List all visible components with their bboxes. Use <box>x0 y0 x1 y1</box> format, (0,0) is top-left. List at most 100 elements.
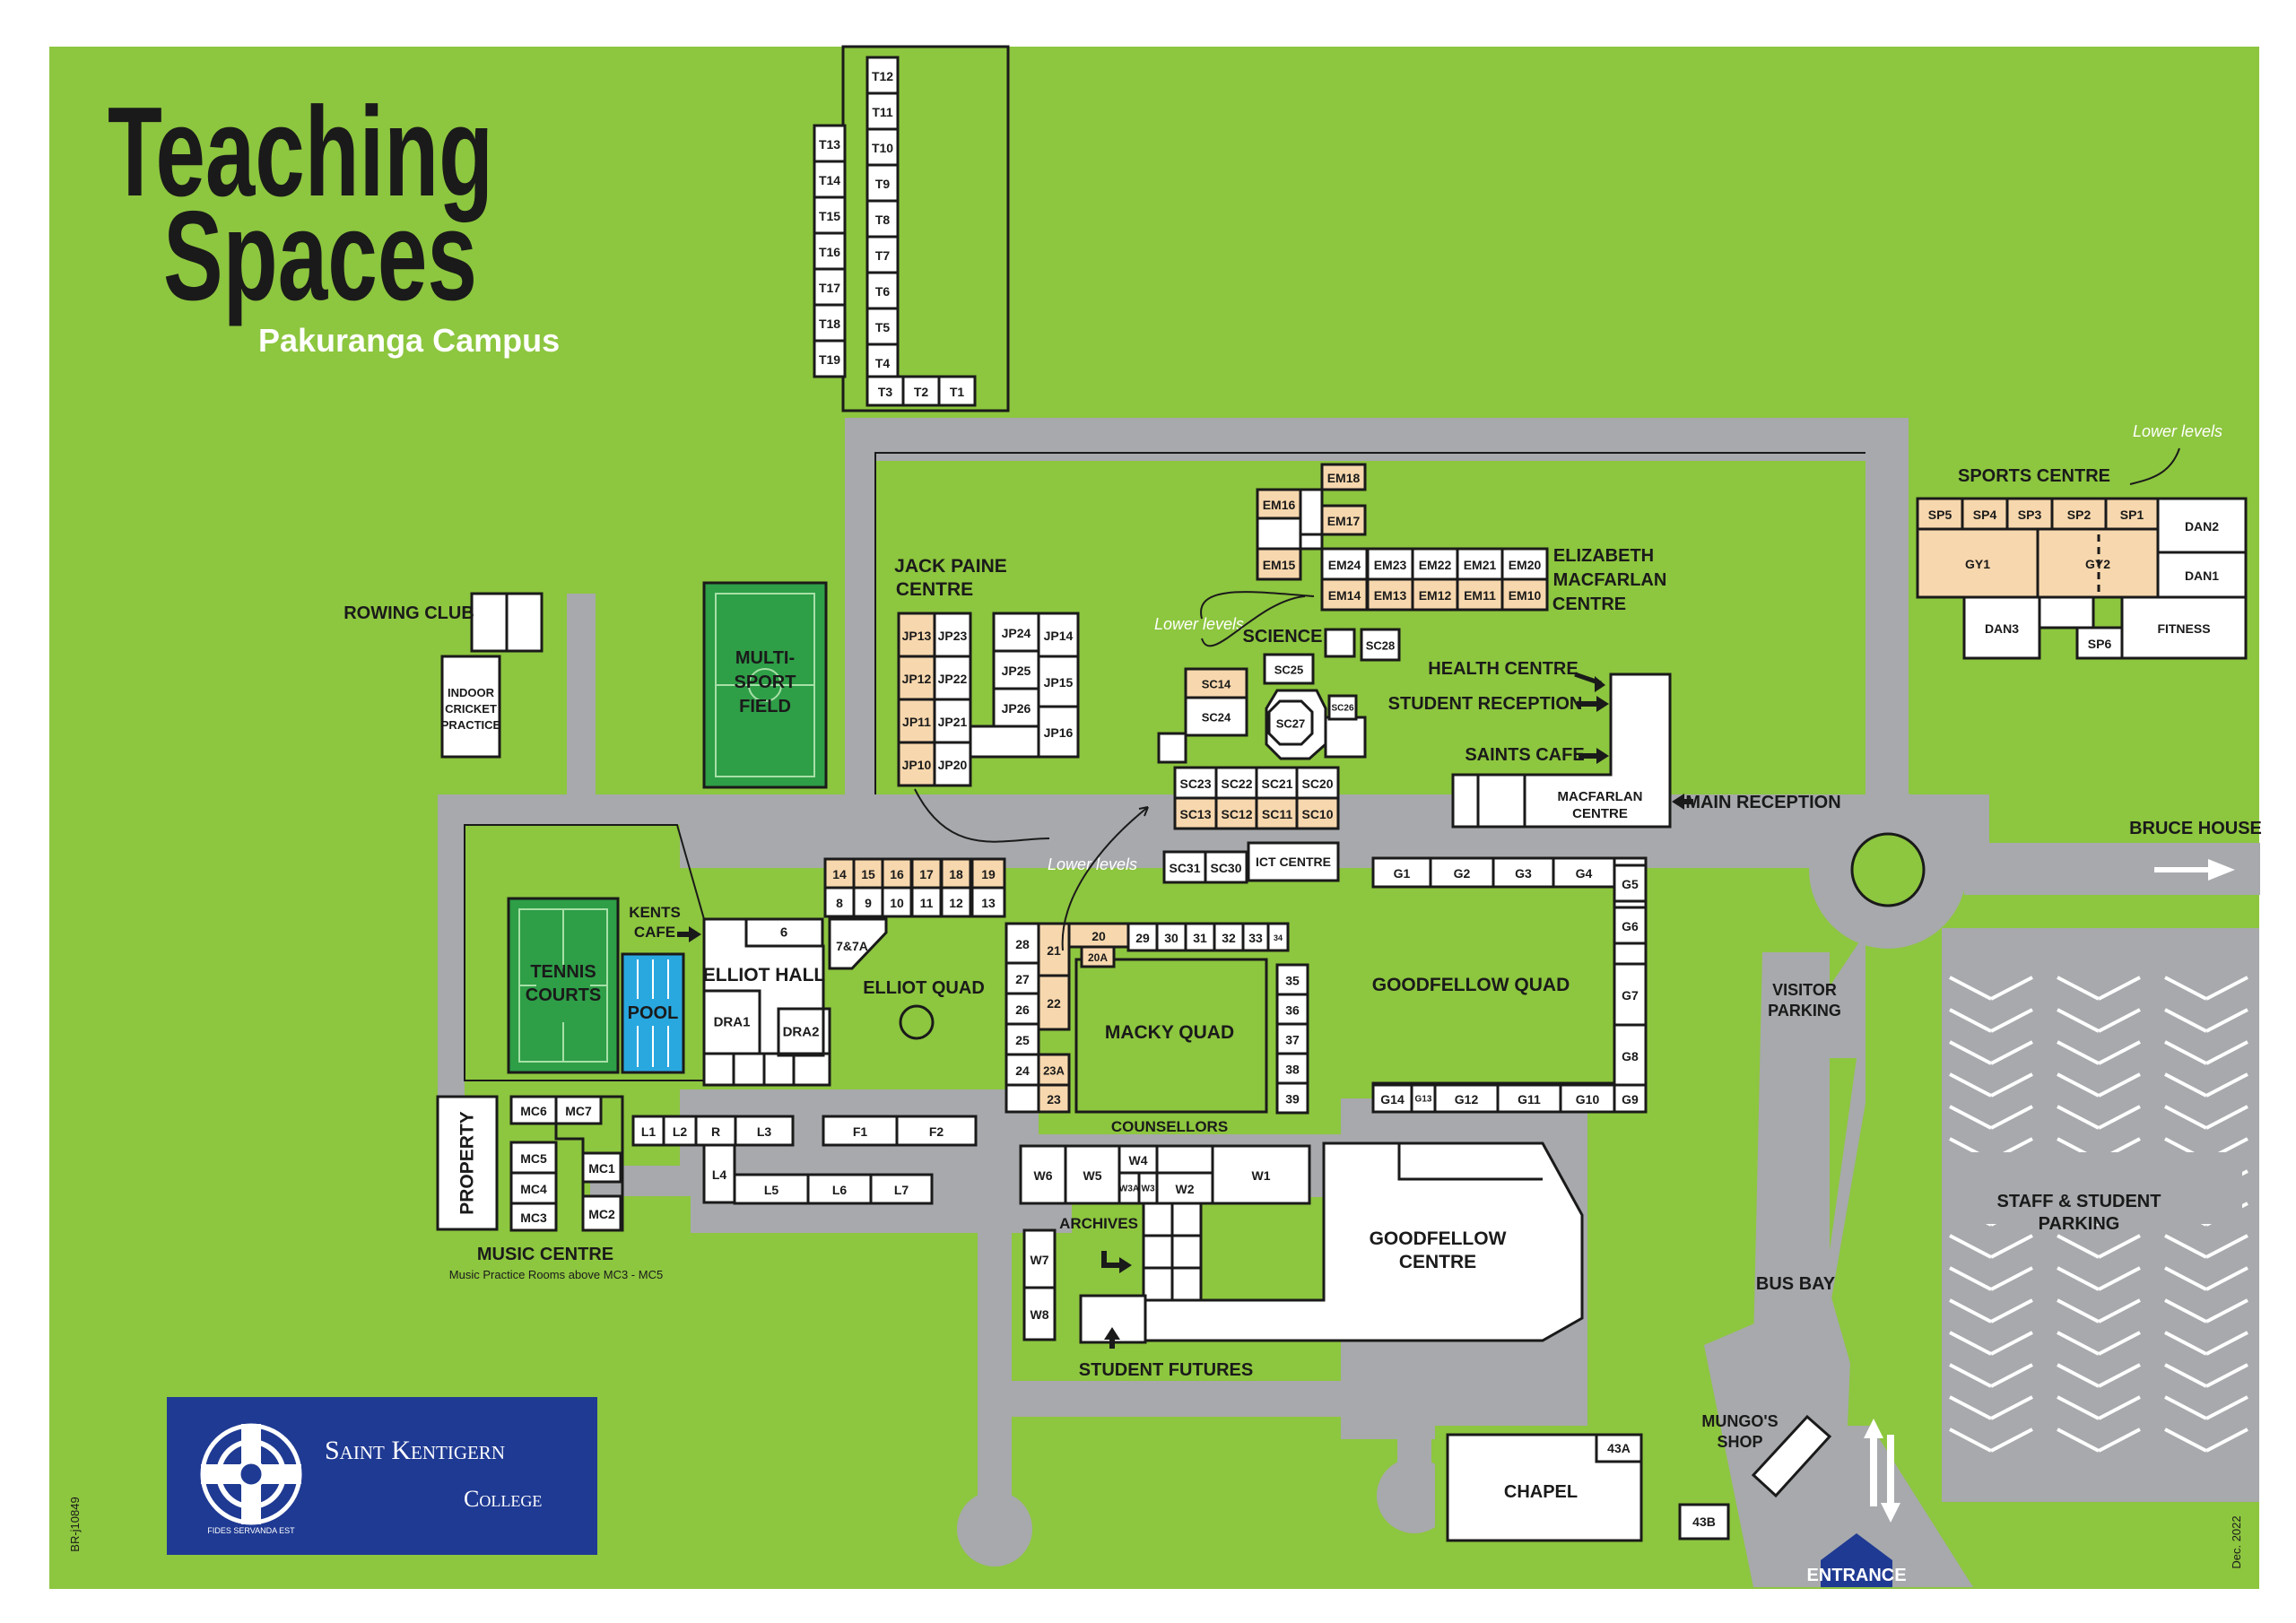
indoor-cricket-building[interactable] <box>440 655 501 759</box>
room-em11-box[interactable] <box>1456 577 1504 612</box>
parking-bay-line <box>2098 1298 2141 1324</box>
room-f2-box[interactable] <box>895 1115 978 1147</box>
room-w1-box[interactable] <box>1211 1144 1311 1205</box>
room-mc5-box[interactable] <box>509 1141 558 1175</box>
room-sp5-box[interactable] <box>1916 497 1964 531</box>
room-em20-box[interactable] <box>1500 547 1549 581</box>
room-t5-box[interactable] <box>865 307 900 346</box>
goodfellow-centre[interactable]: GOODFELLOW CENTRE <box>1143 1141 1584 1342</box>
room-g6-box[interactable] <box>1613 906 1648 945</box>
student-futures-label: STUDENT FUTURES <box>1079 1360 1253 1380</box>
entrance-marker[interactable] <box>1821 1560 1892 1587</box>
room-g11-box[interactable] <box>1496 1083 1562 1114</box>
room-13-box[interactable] <box>970 886 1006 918</box>
room-sc24-box[interactable] <box>1184 696 1248 737</box>
room-g12-box[interactable] <box>1433 1083 1500 1114</box>
room-29-box[interactable] <box>1126 922 1159 952</box>
room-em18-box[interactable] <box>1320 463 1367 491</box>
room-mc1-box[interactable] <box>581 1151 622 1184</box>
room-31-box[interactable] <box>1184 922 1216 952</box>
room-12-box[interactable] <box>940 886 972 918</box>
room-jp25-box[interactable] <box>992 649 1040 690</box>
room-w5-box[interactable] <box>1064 1144 1121 1205</box>
room-jp24-box[interactable] <box>992 612 1040 653</box>
room-sc13-box[interactable] <box>1173 796 1218 830</box>
room-t18-box[interactable] <box>813 303 847 343</box>
macfarlan-centre[interactable]: MACFARLAN CENTRE <box>1451 673 1672 829</box>
room-jp20-box[interactable] <box>933 741 972 787</box>
room-23-box[interactable] <box>1037 1083 1071 1114</box>
room-jp13-box[interactable] <box>897 612 936 658</box>
room-em24-box[interactable] <box>1320 547 1369 581</box>
room-6-box[interactable] <box>744 917 824 948</box>
room-sc11-box[interactable] <box>1255 796 1300 830</box>
room-t17-box[interactable] <box>813 267 847 307</box>
room-t6-box[interactable] <box>865 271 900 310</box>
tennis-courts[interactable]: TENNIS COURTS <box>507 897 620 1074</box>
elliot-hall[interactable]: ELLIOT HALL DRA1 DRA2 <box>702 917 831 1087</box>
ict-centre-box[interactable] <box>1247 841 1340 882</box>
room-w8-box[interactable] <box>1022 1286 1057 1341</box>
room-g7-box[interactable] <box>1613 962 1648 1027</box>
room-jp15-box[interactable] <box>1037 655 1080 708</box>
room-sc25-box[interactable] <box>1263 653 1315 685</box>
room-g14-box[interactable] <box>1371 1083 1413 1114</box>
room-sp6-box[interactable] <box>2075 626 2124 660</box>
room-dan2-box[interactable] <box>2156 497 2248 554</box>
room-em12-box[interactable] <box>1411 577 1459 612</box>
room-g4-box[interactable] <box>1552 856 1616 889</box>
room-jp21-box[interactable] <box>933 698 972 744</box>
room-t19-box[interactable] <box>813 339 847 378</box>
room-l3-box[interactable] <box>734 1115 795 1147</box>
room-t12-box[interactable] <box>865 56 900 95</box>
room-em23-box[interactable] <box>1366 547 1414 581</box>
room-sc10-box[interactable] <box>1295 796 1340 830</box>
room-em15-box[interactable] <box>1256 547 1302 581</box>
room-sc28-box[interactable] <box>1360 628 1401 662</box>
room-jp23-box[interactable] <box>933 612 972 658</box>
room-sc26-box[interactable] <box>1327 694 1358 721</box>
room-mc7-box[interactable] <box>554 1095 603 1125</box>
room-39-box[interactable] <box>1275 1081 1309 1115</box>
room-sc30-box[interactable] <box>1204 850 1248 884</box>
room-32-box[interactable] <box>1213 922 1245 952</box>
room-g9-box[interactable] <box>1613 1083 1648 1114</box>
room-dan3-box[interactable] <box>1962 595 2041 660</box>
room-sc27-box[interactable] <box>1267 699 1314 746</box>
room-sc31-box[interactable] <box>1162 850 1207 884</box>
room-g8-box[interactable] <box>1613 1023 1648 1088</box>
room-18-box[interactable] <box>940 857 972 890</box>
room-11-box[interactable] <box>910 886 943 918</box>
room-7-7a-box[interactable] <box>828 917 888 970</box>
room-t11-box[interactable] <box>865 91 900 131</box>
room-43b-box[interactable] <box>1678 1503 1730 1541</box>
room-34-box[interactable] <box>1266 922 1290 952</box>
property-building[interactable] <box>436 1095 499 1231</box>
room-dan1-box[interactable] <box>2156 551 2248 599</box>
room-20a-box[interactable] <box>1080 945 1116 968</box>
room-27-box[interactable] <box>1004 961 1040 995</box>
room-g2-box[interactable] <box>1429 856 1495 889</box>
room-em16-box[interactable] <box>1256 488 1302 520</box>
room-jp11-box[interactable] <box>897 698 936 744</box>
room-t1-box[interactable] <box>937 375 977 407</box>
room-9-box[interactable] <box>852 886 884 918</box>
multi-sport-field[interactable]: MULTI- SPORT FIELD <box>702 581 828 789</box>
room-mc3-box[interactable] <box>509 1202 558 1232</box>
mungos-shop-building[interactable] <box>1751 1414 1832 1498</box>
room-l4-box[interactable] <box>702 1143 736 1204</box>
chapel-building[interactable]: 43A CHAPEL <box>1446 1433 1643 1542</box>
room-w4-box[interactable] <box>1118 1144 1159 1175</box>
room-em10-box[interactable] <box>1500 577 1549 612</box>
room-g3-box[interactable] <box>1492 856 1555 889</box>
room-g5-box[interactable] <box>1613 864 1648 903</box>
room-t9-box[interactable] <box>865 163 900 203</box>
room-t14-box[interactable] <box>813 160 847 199</box>
room-l7-box[interactable] <box>869 1173 934 1205</box>
room-l5-box[interactable] <box>733 1173 810 1205</box>
room-fitness-box[interactable] <box>2120 595 2248 660</box>
room-gy1-box[interactable] <box>1916 527 2039 599</box>
pool[interactable]: POOL <box>621 952 685 1074</box>
room-mc4-box[interactable] <box>509 1171 558 1205</box>
room-l6-box[interactable] <box>806 1173 873 1205</box>
